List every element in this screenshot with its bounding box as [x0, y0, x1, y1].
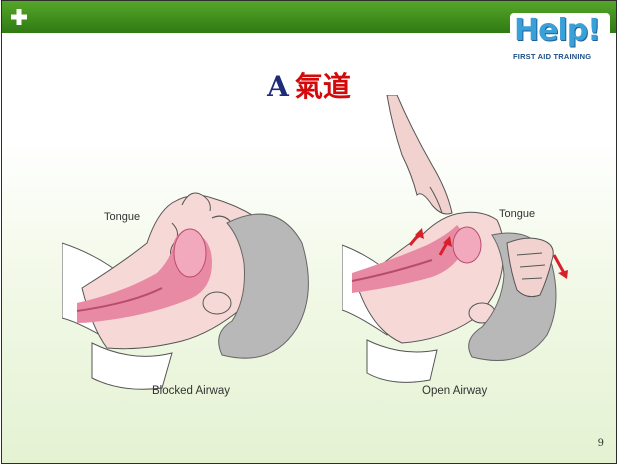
blocked-airway-illustration	[62, 93, 332, 413]
first-aid-cross-icon	[11, 9, 27, 25]
right-caption: Open Airway	[422, 385, 487, 397]
help-logo: Help! FIRST AID TRAINING	[510, 13, 610, 71]
logo-tagline: FIRST AID TRAINING	[513, 52, 591, 61]
open-airway-illustration	[342, 95, 592, 395]
page-number: 9	[598, 438, 604, 449]
left-tongue-label: Tongue	[104, 211, 140, 223]
logo-text: Help!	[514, 13, 600, 48]
left-caption: Blocked Airway	[152, 385, 230, 397]
right-tongue-label: Tongue	[499, 208, 535, 220]
